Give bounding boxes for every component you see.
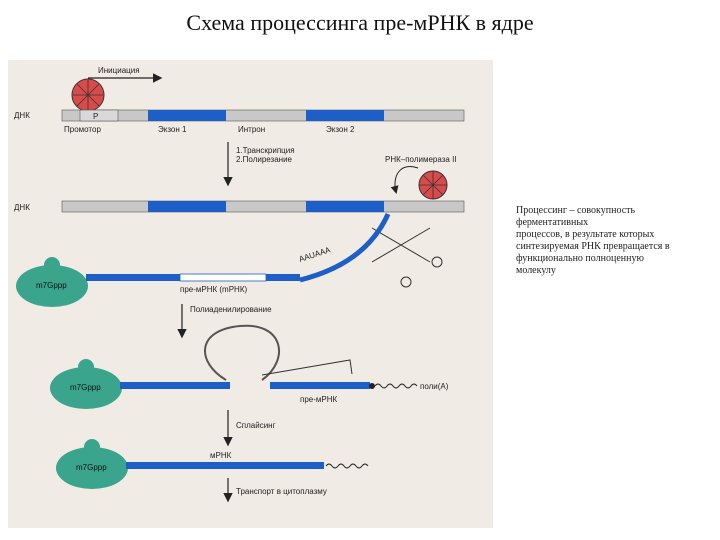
pointer-arrow — [390, 166, 419, 194]
exon1-segment — [148, 110, 226, 121]
polyA-tail-2 — [325, 463, 369, 469]
intron-label: Интрон — [238, 125, 265, 134]
exon1-label: Экзон 1 — [158, 125, 187, 134]
dna-strand-1 — [61, 109, 465, 122]
intron-lariat — [204, 324, 280, 381]
promoter-mark: P — [93, 112, 98, 121]
promoter-segment — [79, 109, 119, 122]
polyA-start-dot — [369, 383, 375, 389]
promoter-label: Промотор — [64, 125, 101, 134]
step1-label: 1.Транскрипция — [236, 146, 295, 155]
page-title: Схема процессинга пре-мРНК в ядре — [186, 10, 534, 35]
polymerase-label: РНК–полимераза II — [385, 155, 457, 164]
caption-line: ферментативных — [516, 217, 589, 228]
pre-mrna-label-2: пре-мРНК — [300, 395, 338, 404]
polyA-label: поли(А) — [420, 382, 449, 391]
exon2-fragment — [270, 382, 370, 389]
dna-label-1: ДНК — [14, 111, 30, 120]
exon2-label: Экзон 2 — [326, 125, 355, 134]
cap-blob-2 — [50, 359, 122, 409]
cap-blob-1 — [16, 257, 88, 307]
cleavage-scissors-small — [261, 359, 353, 376]
dna-strand-2 — [61, 200, 465, 213]
polymerase-icon — [71, 78, 105, 112]
pre-mrna-strand-1 — [86, 273, 300, 282]
cap-label-2: m7Gppp — [70, 383, 101, 392]
pre-mrna-label-1: пре-мРНК (mРНК) — [180, 285, 247, 294]
step2-label: 2.Полирезание — [236, 155, 293, 164]
caption-line: синтезируемая РНК превращается в — [516, 241, 670, 252]
polyA-tail-1 — [374, 383, 418, 389]
transport-label: Транспорт в цитоплазму — [236, 487, 327, 496]
polyadenylation-label: Полиаденилирование — [190, 305, 272, 314]
dna-label-2: ДНК — [14, 203, 30, 212]
caption-line: функционально полноценную — [516, 253, 644, 264]
nascent-rna — [299, 212, 391, 283]
mrna-label: мРНК — [210, 451, 232, 460]
caption-text: Процессинг – совокупность ферментативных… — [516, 205, 716, 277]
mrna-strand — [126, 462, 324, 469]
exon2-segment — [306, 110, 384, 121]
splicing-label: Сплайсинг — [236, 421, 276, 430]
cap-label-3: m7Gppp — [76, 463, 107, 472]
initiation-label: Инициация — [98, 66, 140, 75]
cap-blob-3 — [56, 439, 128, 489]
cap-label-1: m7Gppp — [36, 281, 67, 290]
caption-line: молекулу — [516, 265, 556, 276]
scissors-icon — [371, 227, 443, 288]
caption-line: процессов, в результате которых — [516, 229, 655, 240]
caption-line: Процессинг – совокупность — [516, 205, 636, 216]
exon1-fragment — [120, 382, 230, 389]
polymerase-icon-2 — [418, 170, 448, 200]
